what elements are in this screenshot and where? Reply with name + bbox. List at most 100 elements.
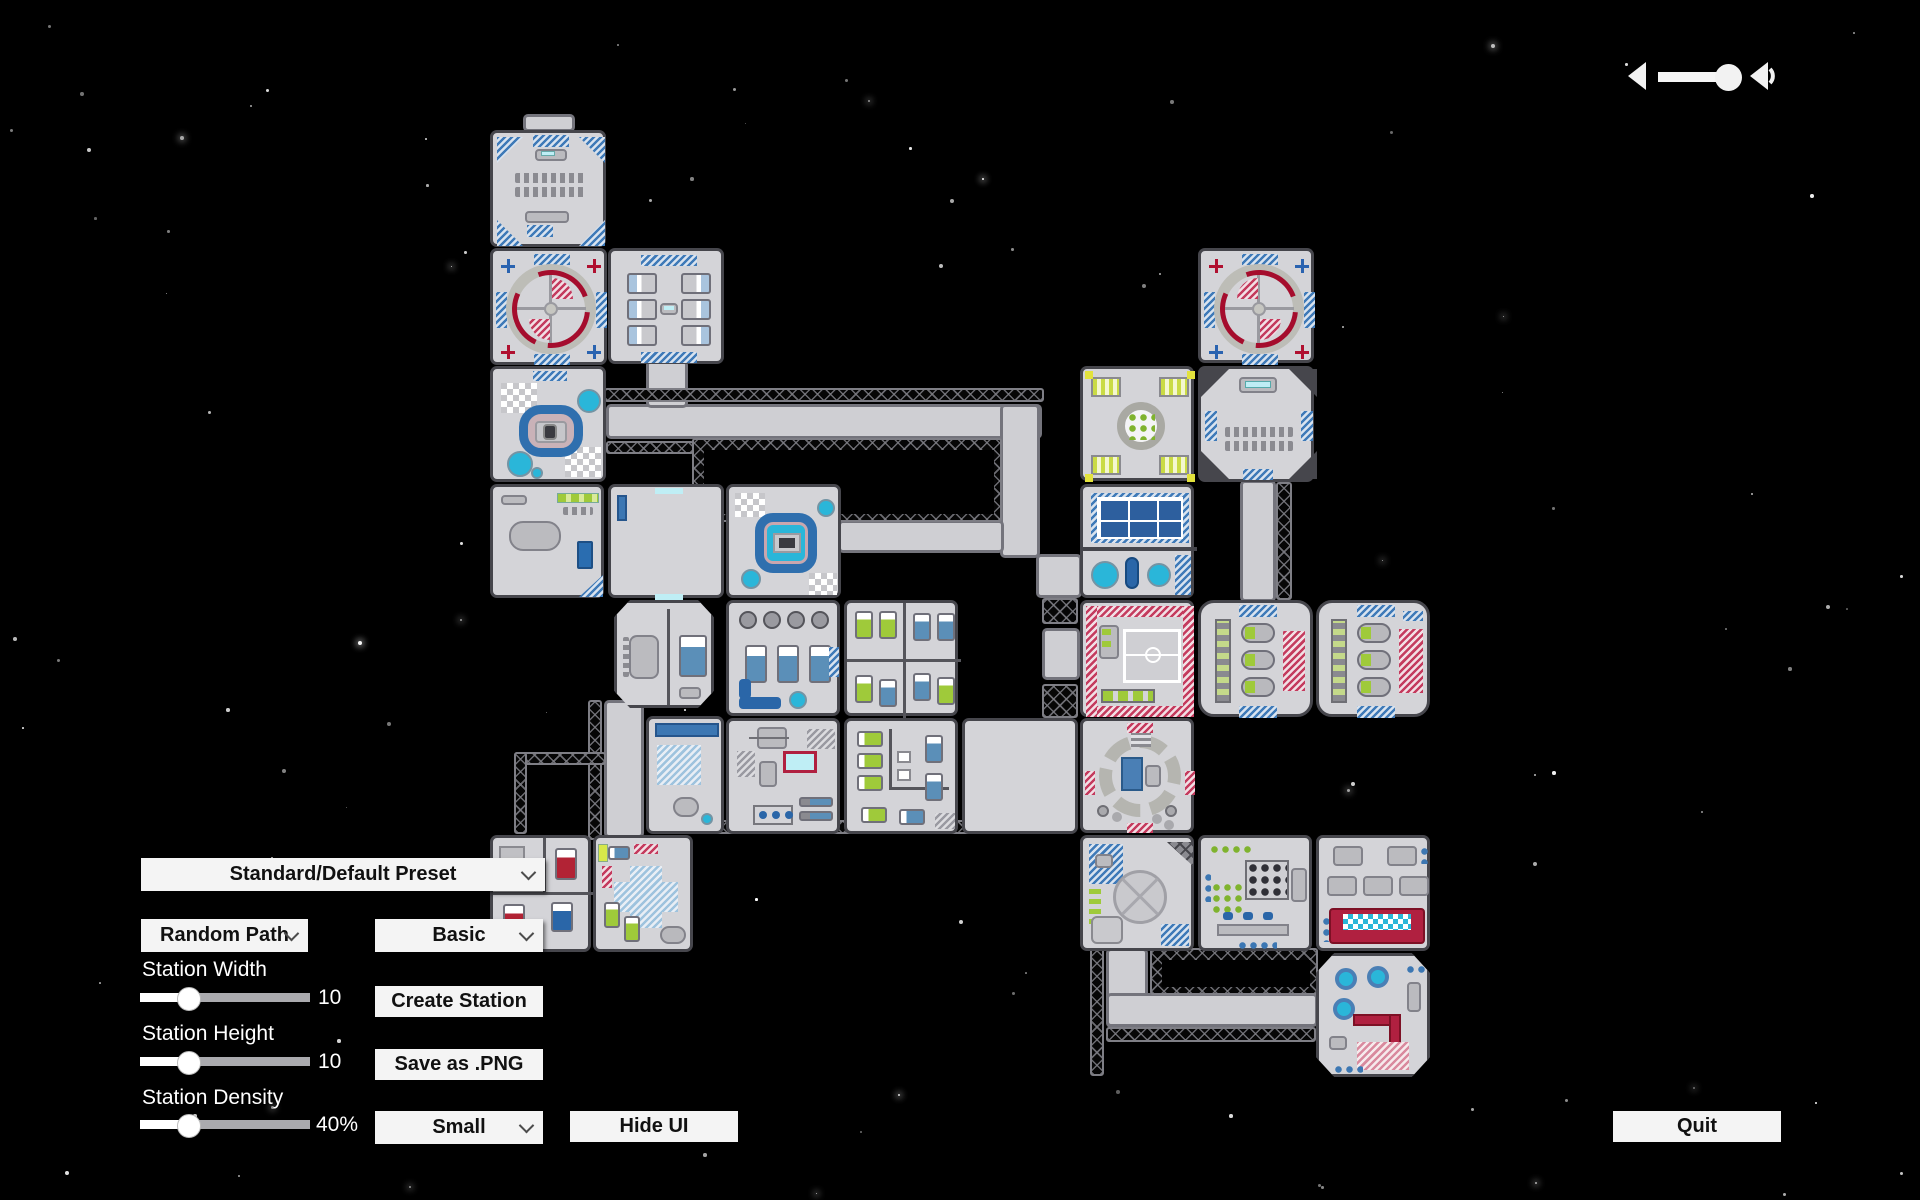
detail bbox=[1083, 547, 1197, 551]
detail bbox=[1407, 982, 1421, 1012]
module-restaurant bbox=[1316, 953, 1430, 1077]
detail bbox=[817, 499, 835, 517]
detail bbox=[1159, 377, 1189, 397]
detail bbox=[493, 892, 594, 895]
detail bbox=[555, 848, 577, 880]
detail bbox=[1387, 846, 1417, 866]
detail bbox=[1215, 619, 1231, 703]
detail bbox=[1239, 706, 1277, 718]
station-height-handle[interactable] bbox=[176, 1051, 201, 1075]
truss-girder bbox=[1106, 1027, 1316, 1042]
star bbox=[346, 807, 348, 809]
truss-girder bbox=[514, 752, 606, 765]
detail bbox=[739, 611, 757, 629]
detail bbox=[1225, 441, 1293, 451]
detail bbox=[608, 846, 630, 860]
station-density-value: 40% bbox=[316, 1113, 359, 1136]
detail bbox=[660, 926, 686, 944]
station-height-label: Station Height bbox=[142, 1022, 274, 1045]
detail bbox=[1086, 706, 1194, 717]
star bbox=[166, 293, 168, 295]
module-airlock-hub bbox=[1080, 835, 1194, 951]
preset-dropdown[interactable]: Standard/Default Preset bbox=[141, 858, 545, 891]
detail bbox=[1419, 846, 1429, 864]
detail bbox=[681, 299, 711, 320]
star bbox=[1502, 392, 1504, 394]
quit-button[interactable]: Quit bbox=[1613, 1111, 1781, 1142]
star bbox=[1533, 862, 1538, 867]
detail bbox=[1329, 1036, 1347, 1050]
detail bbox=[937, 677, 955, 705]
station-density-slider[interactable] bbox=[140, 1120, 310, 1129]
detail bbox=[563, 507, 593, 515]
volume-slider-handle[interactable] bbox=[1714, 64, 1742, 91]
detail bbox=[1245, 860, 1289, 900]
star bbox=[909, 147, 912, 150]
detail bbox=[1357, 1042, 1409, 1070]
detail bbox=[1175, 555, 1191, 595]
detail bbox=[629, 635, 659, 679]
module-crew-bunks bbox=[608, 248, 724, 364]
detail bbox=[1159, 455, 1189, 475]
module-plaza bbox=[962, 718, 1078, 834]
station-height-slider[interactable] bbox=[140, 1057, 310, 1066]
detail bbox=[1295, 345, 1309, 359]
module-sports-hall bbox=[1080, 600, 1194, 717]
module-pod-bay-b bbox=[1316, 600, 1430, 718]
star bbox=[1625, 63, 1628, 66]
detail bbox=[515, 187, 587, 197]
create-station-button[interactable]: Create Station bbox=[375, 986, 543, 1017]
detail bbox=[624, 916, 640, 942]
detail bbox=[1333, 998, 1355, 1020]
star bbox=[1342, 326, 1345, 329]
detail bbox=[657, 745, 701, 785]
detail bbox=[634, 844, 658, 854]
station-width-handle[interactable] bbox=[176, 987, 201, 1011]
star bbox=[1535, 1182, 1537, 1184]
star bbox=[684, 709, 687, 712]
path-mode-dropdown[interactable]: Random Path bbox=[141, 919, 308, 952]
station-density-handle[interactable] bbox=[176, 1114, 201, 1138]
detail bbox=[879, 611, 897, 639]
detail bbox=[1237, 278, 1258, 299]
detail bbox=[1242, 254, 1278, 265]
star bbox=[1229, 1114, 1233, 1118]
detail bbox=[557, 493, 599, 503]
style-mode-dropdown[interactable]: Basic bbox=[375, 919, 543, 952]
detail bbox=[641, 255, 697, 266]
star bbox=[1853, 32, 1855, 34]
detail bbox=[1301, 411, 1313, 441]
detail bbox=[1147, 563, 1171, 587]
detail bbox=[519, 405, 583, 457]
module-crew-quarters-b bbox=[844, 718, 958, 834]
detail bbox=[1187, 474, 1195, 482]
detail bbox=[1209, 345, 1223, 359]
hide-ui-button[interactable]: Hide UI bbox=[570, 1111, 738, 1142]
detail bbox=[577, 389, 601, 413]
detail bbox=[811, 611, 829, 629]
chevron-down-icon bbox=[520, 864, 537, 880]
module-medical-bay bbox=[726, 600, 840, 716]
detail bbox=[577, 541, 593, 569]
detail bbox=[1185, 771, 1195, 795]
detail bbox=[1085, 371, 1093, 379]
save-png-button[interactable]: Save as .PNG bbox=[375, 1049, 543, 1080]
module-pod-bay-a bbox=[1198, 600, 1313, 718]
size-mode-value: Small bbox=[432, 1116, 486, 1138]
volume-slider-track[interactable] bbox=[1658, 72, 1740, 82]
detail bbox=[899, 809, 925, 825]
detail bbox=[913, 613, 931, 641]
detail bbox=[1145, 765, 1161, 787]
detail bbox=[1102, 629, 1111, 635]
detail bbox=[655, 488, 683, 494]
station-width-slider[interactable] bbox=[140, 993, 310, 1002]
star bbox=[282, 769, 286, 773]
detail bbox=[1165, 805, 1177, 817]
size-mode-dropdown[interactable]: Small bbox=[375, 1111, 543, 1144]
module-storage-room bbox=[608, 484, 724, 600]
detail bbox=[1361, 654, 1371, 666]
detail bbox=[1201, 369, 1229, 397]
detail bbox=[1167, 842, 1193, 866]
detail bbox=[604, 902, 620, 928]
detail bbox=[857, 731, 883, 747]
